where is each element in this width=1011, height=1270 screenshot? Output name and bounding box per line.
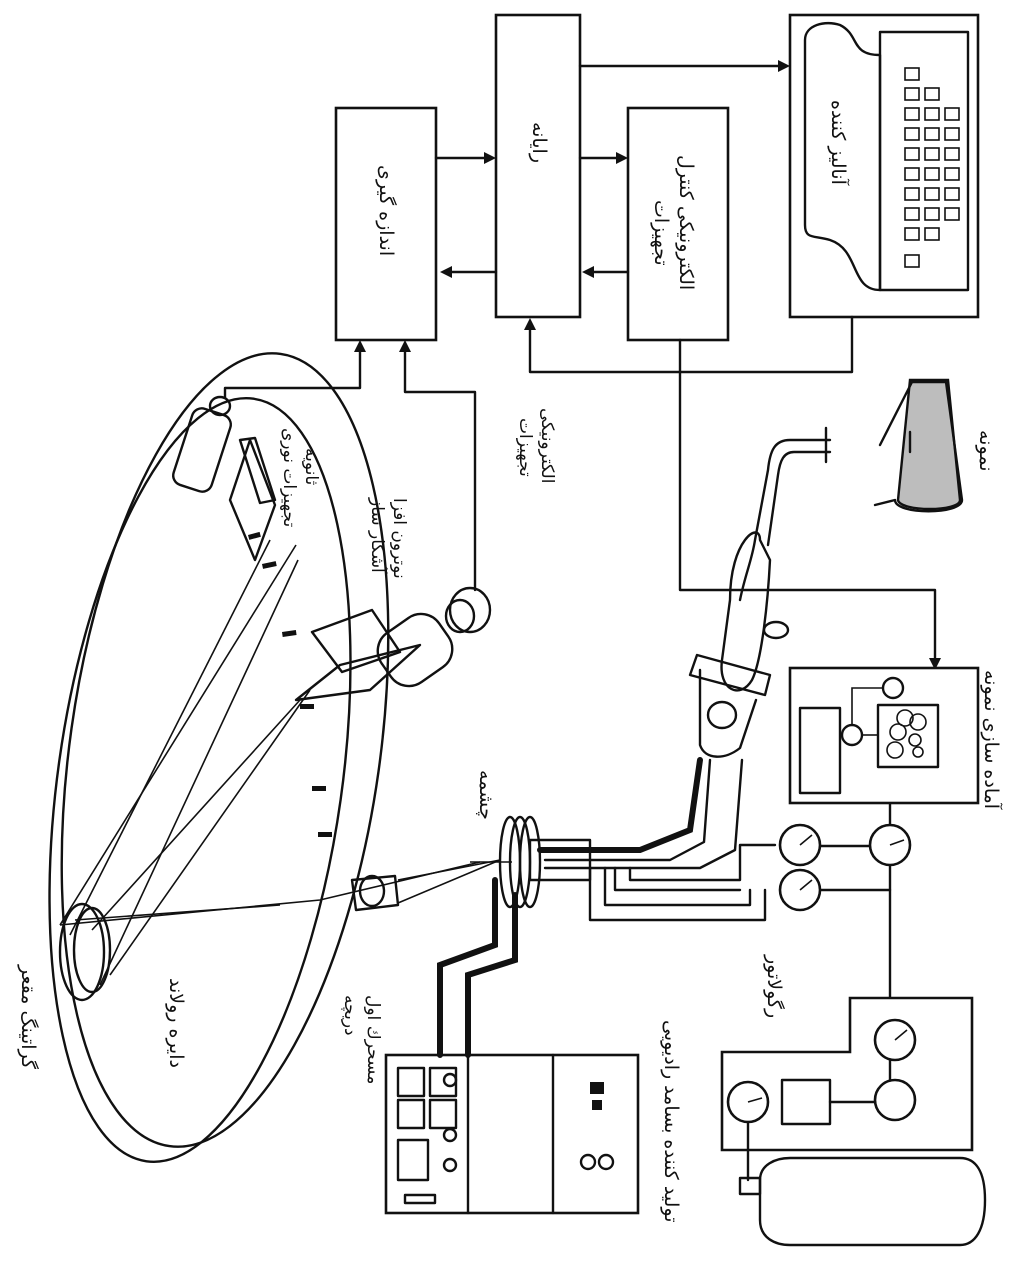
label-entrance-slit-1: دریچه	[340, 995, 360, 1036]
label-analyzer: آنالیز کننده	[827, 100, 851, 186]
rf-generator	[384, 877, 640, 1215]
measurement-box	[334, 106, 438, 342]
label-optics-1: تجهیزات نوری	[279, 428, 299, 527]
light-rays	[59, 539, 481, 986]
keyboard-keys	[904, 67, 960, 268]
label-electronic-1: تجهیزات	[515, 418, 535, 477]
label-measurement: اندازه گیری	[375, 165, 398, 256]
block-diagram	[223, 13, 980, 670]
computer-box	[494, 13, 582, 319]
label-control-1: تجهیزات	[650, 200, 672, 266]
labels: گراتینگ مقعر دایره رولاند دریچه مسحرك او…	[17, 100, 1004, 1222]
exit-slits	[248, 531, 332, 837]
photomultiplier-assembly	[294, 586, 492, 702]
rowland-circle-top	[60, 352, 390, 1148]
label-control-2: الکترونیکی کنترل	[675, 155, 697, 290]
label-optics-2: ثانویه	[301, 448, 321, 486]
label-rf-generator: تولید کننده بسامد رادیویی	[660, 1020, 682, 1222]
secondary-optics-assembly	[172, 395, 277, 562]
control-box	[626, 106, 730, 342]
rowland-circle-bottom	[48, 397, 352, 1163]
analyzer-box	[788, 13, 980, 319]
label-computer: رایانه	[528, 122, 550, 163]
label-grating: گراتینگ مقعر	[17, 964, 40, 1070]
entrance-slit	[350, 859, 501, 912]
concave-grating	[58, 902, 112, 1002]
label-electronic-2: الکترونیکی	[537, 408, 557, 483]
label-regulator: رگولاتور	[763, 954, 786, 1018]
label-entrance-slit-2: مسحرك اول	[363, 995, 383, 1084]
regulator-unit	[720, 996, 974, 1182]
nebulizer-torch	[537, 438, 832, 870]
label-sample: نمونه	[975, 430, 997, 472]
label-sample-prep: آماده سازی نمونه	[980, 670, 1004, 810]
connector-arrows	[223, 60, 941, 670]
label-rowland: دایره رولاند	[165, 978, 187, 1068]
sample-prep-unit	[788, 666, 980, 805]
label-photomultiplier-2: نوترون افزا	[389, 498, 409, 579]
label-photomultiplier-1: آشکار ساز	[367, 497, 389, 574]
gas-cylinder	[738, 1156, 987, 1247]
label-source: چشمه	[475, 770, 497, 820]
rowland-circle-assembly	[48, 352, 501, 1163]
plasma-torch	[470, 815, 592, 909]
sample-liquid	[896, 378, 962, 511]
sample-flask	[824, 378, 964, 513]
